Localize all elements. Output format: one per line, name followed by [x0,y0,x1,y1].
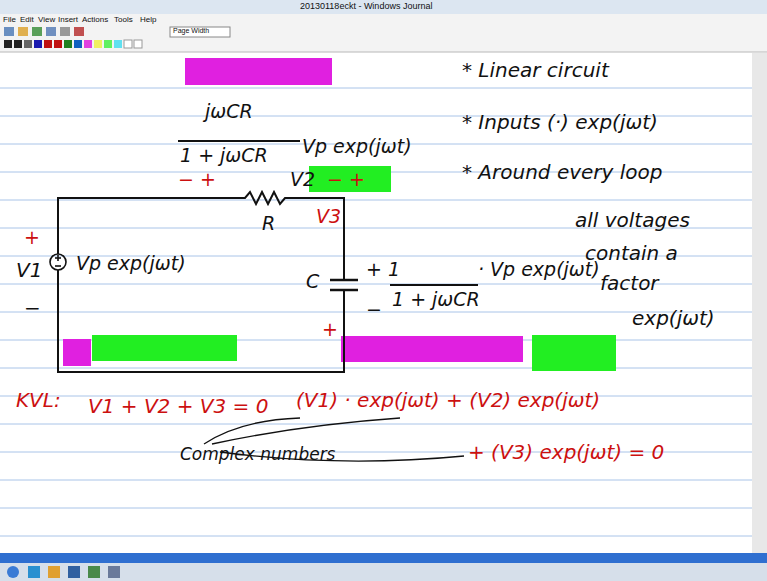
title-bar [0,0,767,14]
handwritten-note: factor [600,271,659,295]
handwritten-note: − + [327,168,365,191]
taskbar-icons [7,566,120,578]
handwritten-note: contain a [585,241,678,265]
menu-item: Actions [82,15,108,25]
menu-item: File [3,15,16,25]
handwritten-note: · Vp exp(jωt) [478,258,600,281]
highlight-block [185,58,332,85]
handwritten-note: − [24,296,41,320]
handwritten-note: + [24,226,40,249]
menu-item: View [38,15,55,25]
handwritten-note: + 1 [366,258,400,281]
handwritten-note: V1 [16,258,42,282]
fraction-bar [178,141,478,285]
window-title: 20130118eckt - Windows Journal [300,1,432,12]
menu-item: Insert [58,15,78,25]
circuit-wires [58,192,344,372]
handwritten-note: (V1) · exp(jωt) + (V2) exp(jωt) [296,388,600,412]
handwritten-note: Vp exp(jωt) [76,252,186,275]
handwritten-note: V2 [290,168,315,191]
status-bar [0,553,767,563]
handwritten-note: − [366,298,382,321]
handwritten-note: * Around every loop [462,160,663,184]
handwritten-note: jωCR [205,100,253,123]
handwritten-note: + (V3) exp(jωt) = 0 [468,440,664,464]
handwritten-note: C [306,270,319,293]
menu-item: Edit [20,15,34,25]
toolbar [0,14,767,52]
scrollbar [752,53,767,553]
handwritten-note: R [262,212,275,235]
handwritten-note: V3 [316,205,341,228]
handwritten-note: KVL: [16,388,61,412]
toolbar-border [0,52,767,53]
handwritten-note: 1 + jωCR [392,288,480,311]
highlight-block [341,336,523,362]
highlight-block [532,335,616,371]
handwritten-note: − + [178,168,216,191]
source-symbol [50,254,66,270]
highlight-block [309,166,391,192]
handwritten-note: V1 + V2 + V3 = 0 [88,394,268,418]
menu-item: Page Width [173,27,209,35]
capacitor-symbol [330,280,358,290]
highlight-block [92,335,237,361]
taskbar [0,563,767,581]
toolbar-icons [4,27,230,48]
highlight-block [63,339,91,366]
handwritten-note: * Linear circuit [462,58,609,82]
handwritten-note: all voltages [575,208,690,232]
menu-item: Help [140,15,156,25]
handwritten-note: Vp exp(jωt) [302,135,412,158]
handwritten-note: exp(jωt) [632,306,715,330]
handwritten-note: 1 + jωCR [180,144,268,167]
ruled-lines [0,88,752,536]
handwritten-note: * Inputs (·) exp(jωt) [462,110,658,134]
handwritten-note: + [322,318,338,341]
menu-item: Tools [114,15,133,25]
handwritten-note: Complex numbers [180,444,335,464]
